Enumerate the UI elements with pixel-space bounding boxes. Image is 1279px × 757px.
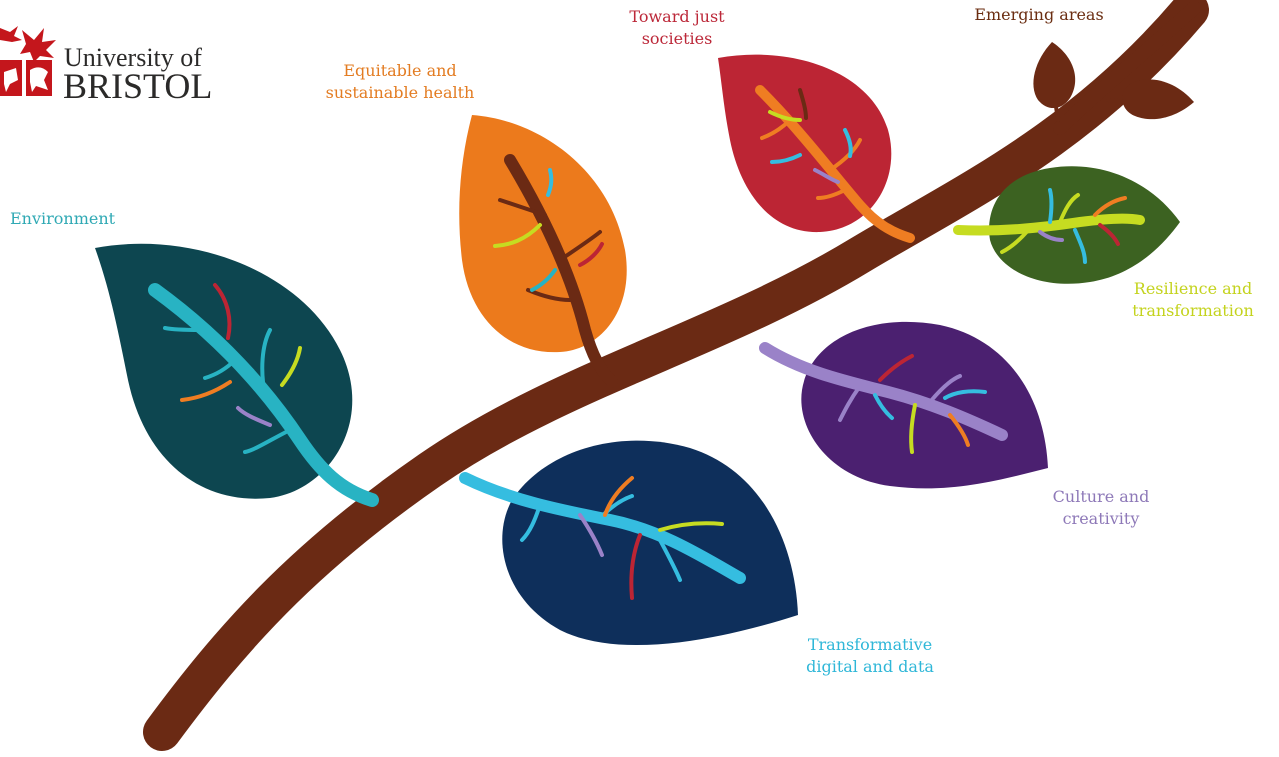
label-culture-line1: Culture and — [1053, 487, 1150, 506]
label-resilience: Resilience and transformation — [1132, 279, 1254, 320]
logo-bristol: BRISTOL — [63, 66, 212, 106]
leaf-societies — [718, 55, 910, 238]
leaf-environment — [95, 244, 372, 500]
label-culture: Culture and creativity — [1053, 487, 1150, 528]
label-digital-line2: digital and data — [806, 657, 934, 676]
crest-icon — [0, 26, 56, 96]
label-culture-line2: creativity — [1063, 509, 1140, 528]
label-resilience-line1: Resilience and — [1134, 279, 1252, 298]
label-digital-line1: Transformative — [808, 635, 932, 654]
label-digital: Transformative digital and data — [806, 635, 934, 676]
university-logo: University of BRISTOL — [0, 26, 212, 106]
label-societies: Toward just societies — [629, 7, 725, 48]
leaf-digital — [465, 441, 798, 645]
label-health-line2: sustainable health — [326, 83, 475, 102]
label-health: Equitable and sustainable health — [326, 61, 475, 102]
label-societies-line2: societies — [642, 29, 713, 48]
leaf-culture — [765, 322, 1048, 489]
leaf-health — [459, 115, 626, 382]
label-emerging: Emerging areas — [974, 5, 1103, 24]
label-resilience-line2: transformation — [1132, 301, 1254, 320]
label-societies-line1: Toward just — [629, 7, 725, 26]
label-health-line1: Equitable and — [343, 61, 456, 80]
label-environment: Environment — [10, 209, 116, 228]
